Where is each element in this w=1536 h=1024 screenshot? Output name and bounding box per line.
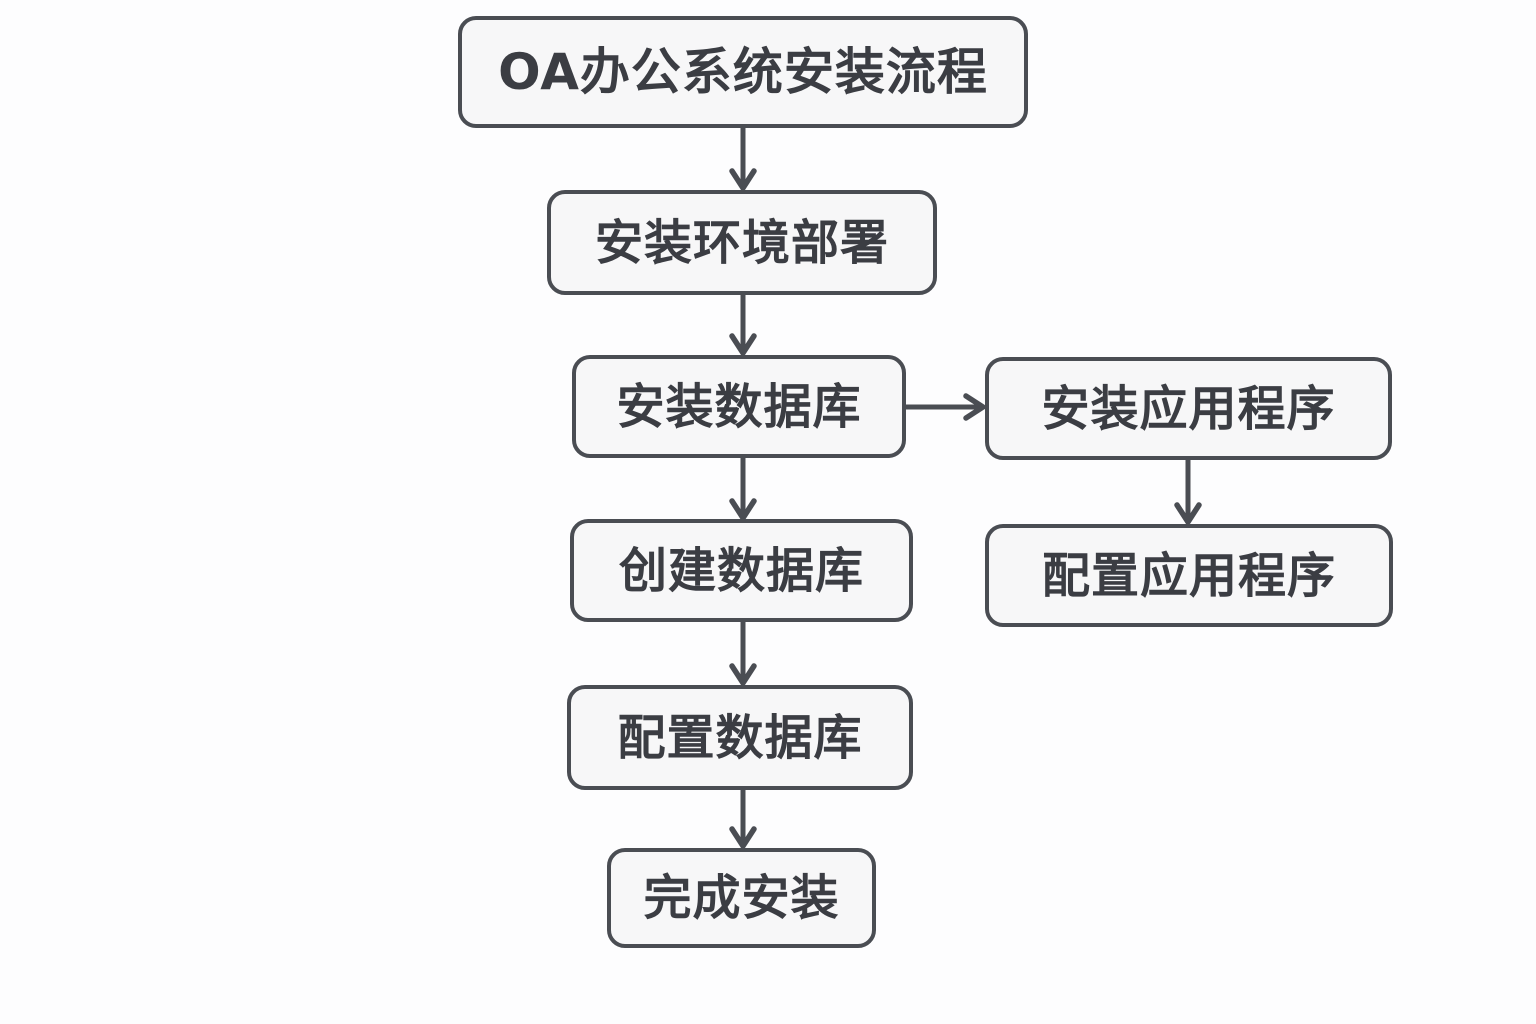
node-label: 配置数据库 [617, 709, 863, 766]
node-label: 安装数据库 [616, 378, 862, 435]
node-install-db: 安装数据库 [572, 355, 906, 458]
node-label: 安装环境部署 [594, 214, 889, 271]
node-create-db: 创建数据库 [570, 519, 913, 622]
node-finish: 完成安装 [607, 848, 876, 948]
node-label: 配置应用程序 [1041, 547, 1336, 604]
node-label: 创建数据库 [618, 542, 864, 599]
node-label: 完成安装 [643, 870, 840, 926]
node-label: 安装应用程序 [1041, 380, 1336, 437]
node-config-app: 配置应用程序 [985, 524, 1393, 627]
node-config-db: 配置数据库 [567, 685, 913, 790]
node-title: OA办公系统安装流程 [458, 16, 1028, 128]
node-install-app: 安装应用程序 [985, 357, 1392, 460]
node-label: OA办公系统安装流程 [498, 43, 988, 101]
node-env-deploy: 安装环境部署 [547, 190, 937, 295]
